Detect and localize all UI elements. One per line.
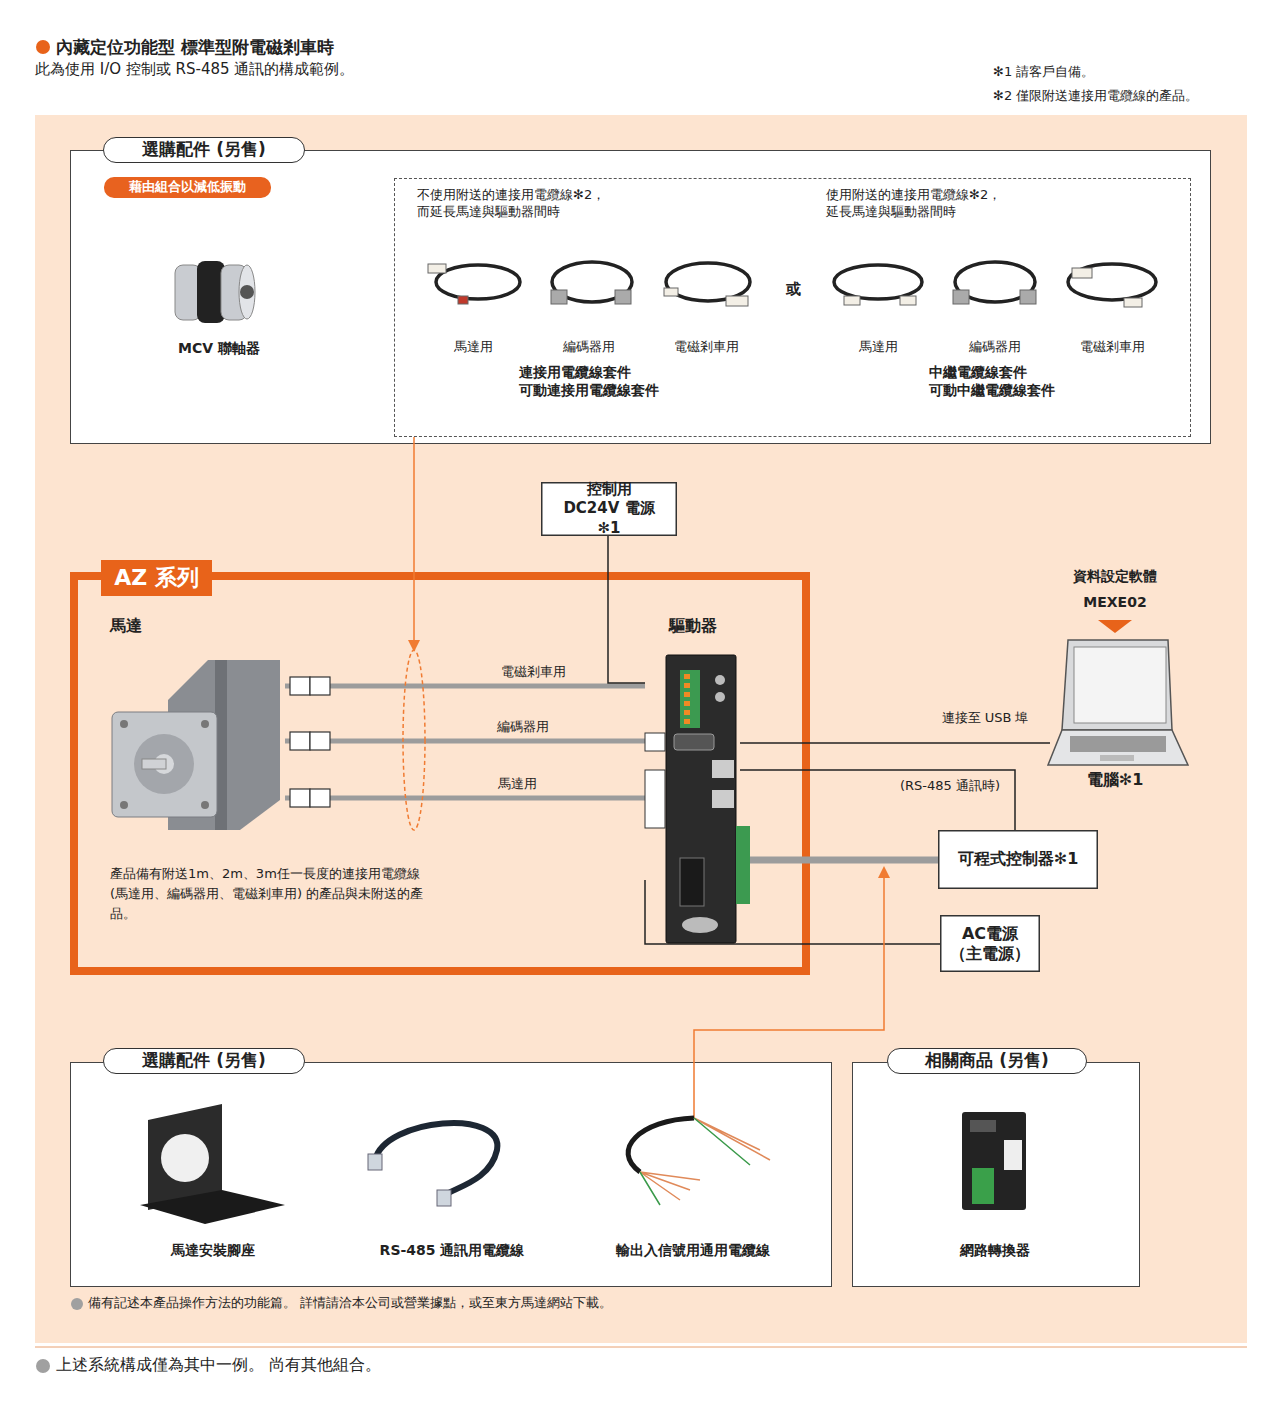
label-text: ✻2 僅限附送連接用電纜線的產品。 [993, 88, 1263, 105]
label-text: ✻1 請客戶自備。 [993, 64, 1263, 81]
software-name: 資料設定軟體 MEXE02 [1060, 564, 1170, 616]
cable-connector [428, 264, 1142, 307]
accessory-group-box: 選購配件 (另售)藉由組合以減低振動不使用附送的連接用電纜線✻2， 而延長馬達與… [70, 150, 1211, 444]
mounting-bracket-illustration [140, 1104, 285, 1224]
diagram-caption: 上述系統構成僅為其中一例。 尚有其他組合。 [56, 1355, 381, 1376]
coupling-illustration [175, 261, 255, 323]
edge-label: 電磁剎車用 [433, 664, 633, 681]
label-text: 馬達用 [823, 339, 933, 356]
group-heading: 相關商品 (另售) [887, 1048, 1087, 1074]
usb-wire [740, 742, 1050, 744]
series-tab: AZ 系列 [101, 560, 212, 596]
io-cable-illustration [628, 1118, 770, 1205]
group-heading: 選購配件 (另售) [103, 137, 305, 163]
group-heading: 選購配件 (另售) [103, 1048, 305, 1074]
title-bullet [36, 40, 50, 54]
peach-panel [35, 115, 1247, 1343]
label-text: RS-485 通訊用電纜線 [337, 1241, 567, 1259]
motor-box: 馬達 [105, 615, 285, 830]
option-heading: 不使用附送的連接用電纜線✻2， 而延長馬達與驅動器間時 [417, 187, 617, 221]
option-heading: 使用附送的連接用電纜線✻2， 延長馬達與驅動器間時 [826, 187, 1026, 221]
label-text: 此為使用 I/O 控制或 RS-485 通訊的構成範例。 [35, 60, 635, 80]
kit-name: 連接用電纜線套件 可動連接用電纜線套件 [519, 363, 699, 399]
label-text: MCV 聯軸器 [149, 339, 289, 357]
label-text: 備有記述本產品操作方法的功能篇。 詳情請洽本公司或營業據點，或至東方馬達網站下載… [88, 1295, 848, 1312]
cable-illustration [436, 262, 1156, 302]
brake-cable [285, 684, 645, 689]
network-converter-illustration [962, 1112, 1026, 1210]
part-name: 驅動器 [645, 616, 740, 637]
label-text: 電磁剎車用 [1057, 339, 1167, 356]
label-text: 編碼器用 [534, 339, 644, 356]
label-text: 馬達用 [418, 339, 528, 356]
power-supply-box: 控制用 DC24V 電源✻1 [541, 482, 677, 536]
encoder-cable [285, 739, 645, 744]
io-cable [740, 857, 938, 864]
plc-box: 可程式控制器✻1 [938, 830, 1098, 889]
orange-pointer-arrow [403, 437, 890, 1118]
laptop-illustration [1048, 620, 1188, 765]
edge-label: 馬達用 [417, 776, 617, 793]
ac-power-box: AC電源 （主電源） [940, 915, 1040, 972]
label-text: 馬達安裝腳座 [113, 1241, 313, 1259]
diagram-title: 內藏定位功能型 標準型附電磁剎車時 [56, 36, 334, 58]
label-text: 網路轉換器 [895, 1241, 1095, 1259]
box-label: AC電源 （主電源） [945, 915, 1035, 972]
label-text: 或 [773, 280, 813, 300]
part-name: 馬達 [110, 616, 142, 637]
badge-box: 藉由組合以減低振動 [104, 177, 271, 198]
box-label: 控制用 DC24V 電源✻1 [557, 482, 661, 536]
power-wire [608, 536, 645, 683]
divider-line [35, 1347, 1247, 1348]
part-name: 電腦✻1 [1070, 770, 1160, 791]
motor-connector [290, 677, 330, 807]
box-label: 可程式控制器✻1 [943, 830, 1093, 889]
driver-box: 驅動器 [645, 615, 740, 945]
badge-text: 藉由組合以減低振動 [108, 177, 268, 198]
ac-wire [645, 880, 940, 944]
edge-label: (RS-485 通訊時) [850, 778, 1050, 795]
kit-name: 中繼電纜線套件 可動中繼電纜線套件 [929, 363, 1109, 399]
computer-box: 資料設定軟體 MEXE02 電腦✻1 [1050, 563, 1190, 795]
note-bullet [71, 1298, 83, 1310]
caption-bullet [36, 1359, 50, 1373]
series-note: 產品備有附送1m、2m、3m任一長度的連接用電纜線 (馬達用、編碼器用、電磁剎車… [110, 864, 430, 924]
label-text: 輸出入信號用通用電纜線 [568, 1241, 818, 1259]
label-text: 電磁剎車用 [651, 339, 761, 356]
cable-option-box: 不使用附送的連接用電纜線✻2， 而延長馬達與驅動器間時連接用電纜線套件 可動連接… [394, 178, 1191, 437]
label-text: 編碼器用 [940, 339, 1050, 356]
edge-label: 連接至 USB 埠 [885, 710, 1085, 727]
edge-label: 編碼器用 [423, 719, 623, 736]
motor-illustration [112, 660, 280, 830]
rs485-cable-illustration [368, 1123, 497, 1206]
motor-cable [285, 796, 645, 801]
product-series-box: AZ 系列產品備有附送1m、2m、3m任一長度的連接用電纜線 (馬達用、編碼器用… [70, 572, 810, 975]
driver-illustration [645, 655, 750, 943]
